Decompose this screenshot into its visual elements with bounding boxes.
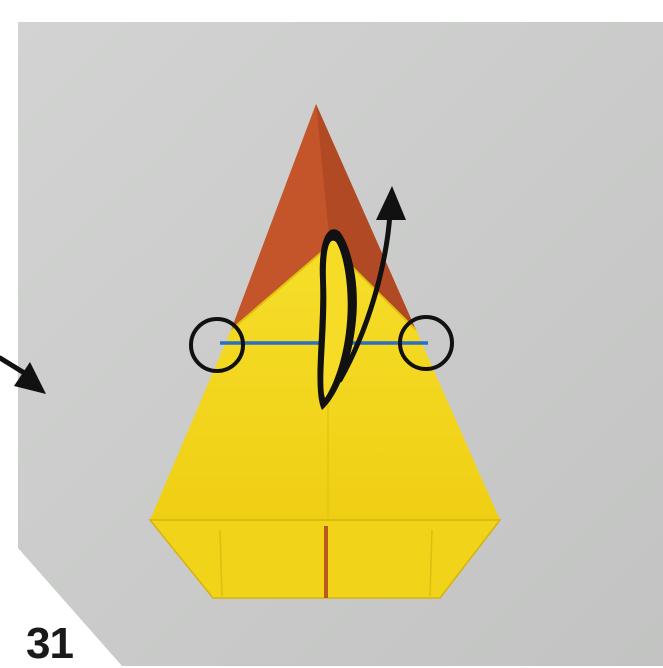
step-number: 31 <box>26 622 73 666</box>
